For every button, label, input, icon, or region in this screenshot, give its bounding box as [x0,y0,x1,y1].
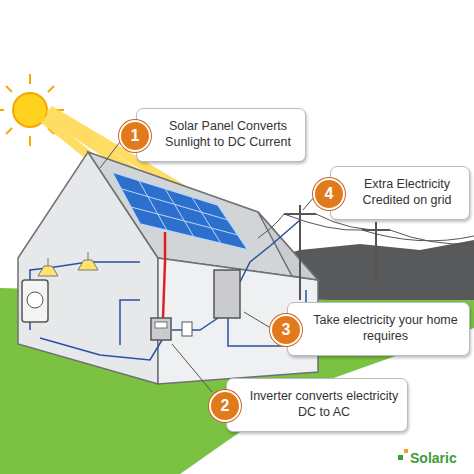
solar-panel [192,197,222,244]
appliance [27,292,43,308]
callout-text: Extra Electricity Credited on grid [331,171,469,214]
callout-box: 2Inverter converts electricity DC to AC [226,378,408,432]
sun [6,86,12,92]
dc-wire [163,232,165,318]
house-wiring [120,300,140,345]
solar-panel [112,172,248,250]
solar-panel [122,189,228,220]
solar-panel [165,189,194,238]
house [18,152,318,384]
inverter [151,318,171,340]
meter [182,322,192,336]
house-wiring [40,338,162,360]
callout-text: Inverter converts electricity DC to AC [227,383,407,426]
sun [48,86,54,92]
sun [6,128,12,134]
appliance [22,280,48,322]
power-poles [390,230,474,244]
leader-lines [100,142,120,168]
leader-lines [100,142,320,392]
leader-lines [172,344,212,392]
callout-text: Solar Panel Converts Sunlight to DC Curr… [137,113,305,156]
electrical-panel [214,270,240,318]
logo-mark [398,449,408,460]
logo-mark [404,449,408,453]
power-poles [375,222,377,285]
house [88,152,318,280]
inverter [155,322,167,328]
power-poles [284,213,316,215]
lamps [88,252,89,260]
house-wiring [172,318,218,330]
solar-panel [131,207,238,235]
callout-box: 3Take electricity your home requires [287,302,470,356]
inverter [151,318,171,340]
callout-number: 3 [270,314,302,346]
solar-panel [139,180,168,231]
solar-panel [122,180,238,244]
house-wiring [30,220,306,360]
callout-number: 2 [209,390,241,422]
appliance [22,280,48,322]
callout-text: Take electricity your home requires [288,307,469,350]
brand-watermark: Solaric [410,450,457,466]
dc-wire [163,232,165,318]
lamps [38,252,98,276]
lamps [48,258,49,266]
power-poles [258,214,284,238]
electrical-panel [214,270,240,318]
callout-box: 4Extra Electricity Credited on grid [330,166,470,220]
lamps [78,260,98,270]
sun [29,136,31,146]
callout-number: 1 [119,120,151,152]
callout-box: 1Solar Panel Converts Sunlight to DC Cur… [136,108,306,162]
meter [182,322,192,336]
solar-panel [112,172,248,250]
sun [29,74,31,84]
lamps [38,266,58,276]
logo-mark [398,455,403,460]
sun [0,109,4,111]
callout-number: 4 [313,178,345,210]
